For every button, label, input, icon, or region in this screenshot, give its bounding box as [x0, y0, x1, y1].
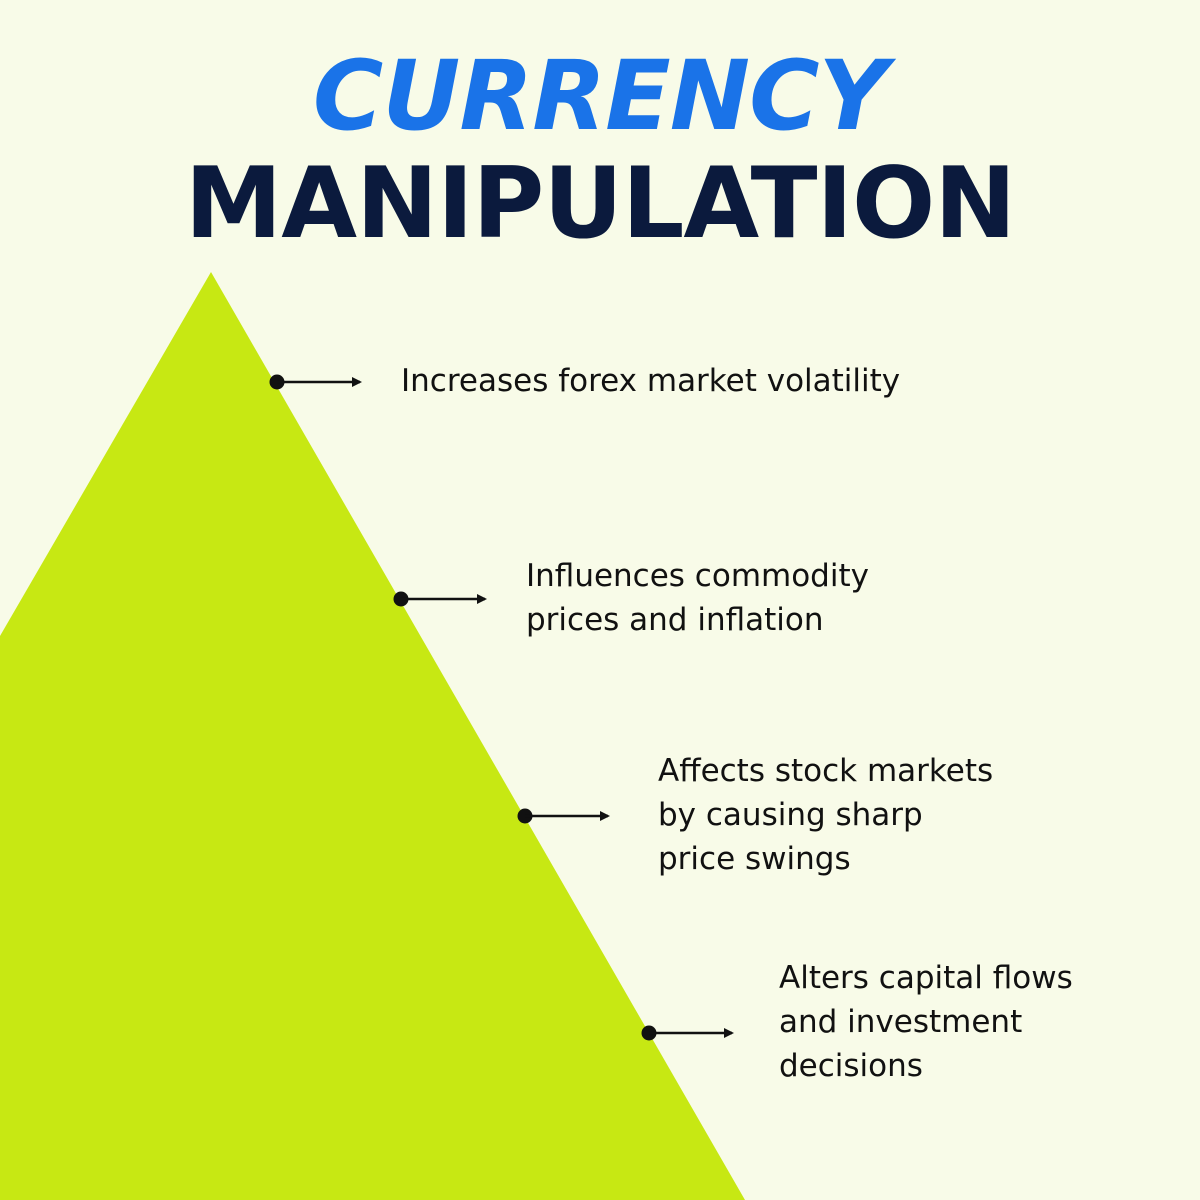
connector-2 [393, 591, 487, 607]
callout-commodity-prices: Influences commodity prices and inflatio… [526, 558, 869, 638]
pyramid-shape [0, 272, 745, 1200]
connector-3 [517, 808, 610, 824]
callout-forex-volatility: Increases forex market volatility [401, 363, 901, 399]
callout-stock-markets: Affects stock markets by causing sharp p… [658, 753, 994, 877]
callout-capital-flows: Alters capital flows and investment deci… [779, 960, 1073, 1084]
connector-1 [269, 374, 362, 390]
title-currency: CURRENCY [312, 40, 888, 152]
title-manipulation: MANIPULATION [184, 147, 1017, 261]
connector-4 [641, 1025, 734, 1041]
